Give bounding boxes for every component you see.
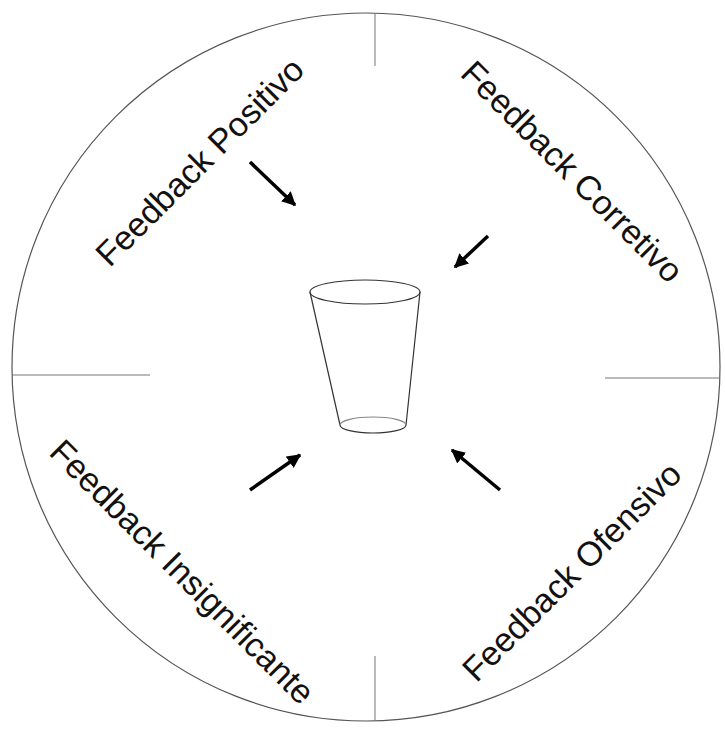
quadrant-label: Feedback Positivo	[89, 51, 312, 274]
inward-arrow	[455, 236, 488, 267]
quadrant-label: Feedback Ofensivo	[455, 455, 689, 689]
divider-tick	[375, 13, 376, 66]
quadrant-label: Feedback Corretivo	[454, 54, 690, 290]
inward-arrow	[452, 450, 500, 490]
divider-tick	[375, 656, 376, 721]
cup-illustration	[310, 280, 420, 433]
divider-tick	[605, 378, 720, 379]
inward-arrow	[250, 455, 300, 490]
inward-arrow	[250, 162, 295, 205]
outer-circle	[12, 13, 720, 721]
divider-tick	[12, 375, 150, 376]
